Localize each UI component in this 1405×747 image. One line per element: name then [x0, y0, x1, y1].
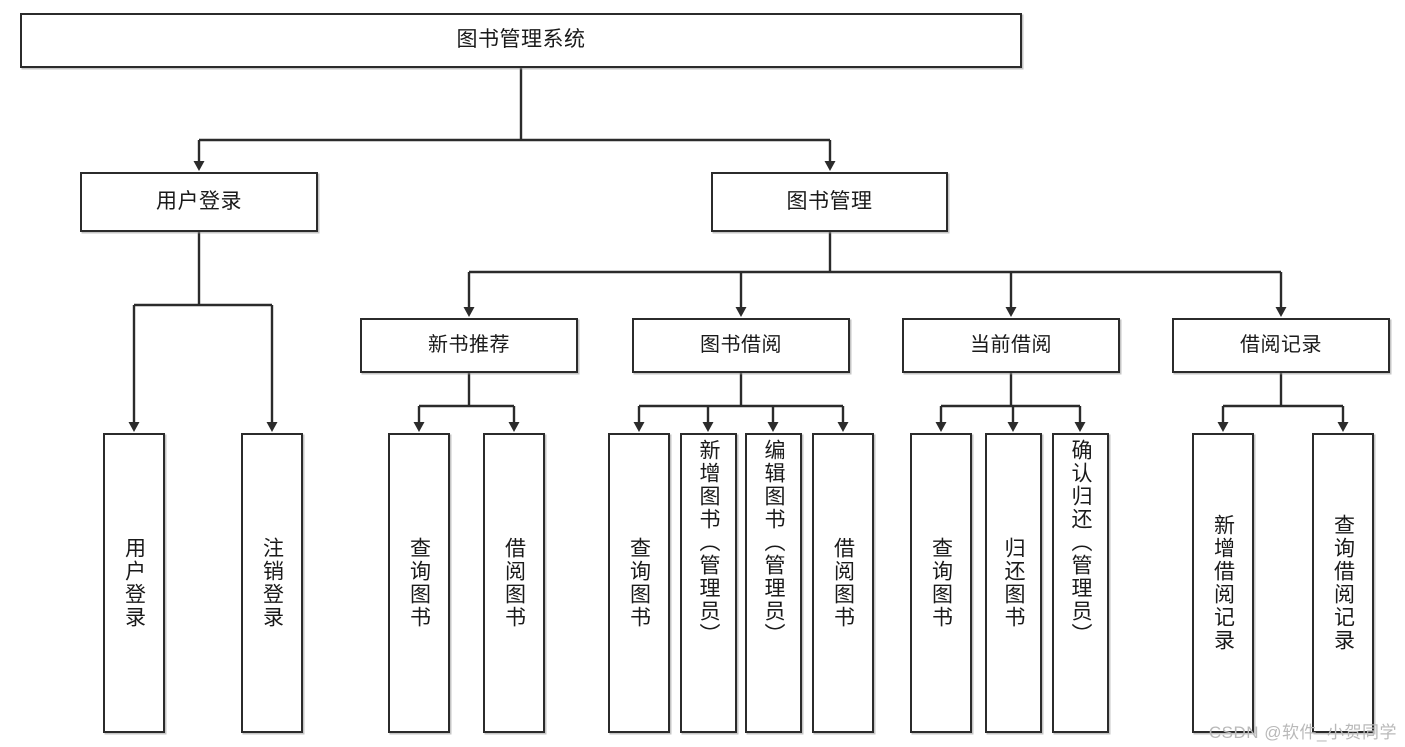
node-borrow-record-label: 借阅记录 [1240, 333, 1322, 356]
node-leaf-add-book-admin[interactable]: 新增图书（管理员） [680, 433, 737, 733]
node-leaf-query-book-3-label: 查询图书 [929, 537, 953, 629]
node-leaf-confirm-return-admin[interactable]: 确认归还（管理员） [1052, 433, 1109, 733]
node-leaf-query-book-1-label: 查询图书 [407, 537, 431, 629]
csdn-watermark: CSDN @软件_小贺同学 [1208, 723, 1397, 742]
node-leaf-query-book-2[interactable]: 查询图书 [608, 433, 670, 733]
node-leaf-user-login-label: 用户登录 [122, 537, 146, 629]
node-new-book-recommend-label: 新书推荐 [428, 333, 510, 356]
node-book-manage[interactable]: 图书管理 [711, 172, 948, 232]
node-new-book-recommend[interactable]: 新书推荐 [360, 318, 578, 373]
node-book-manage-label: 图书管理 [786, 189, 873, 213]
node-leaf-edit-book-admin-label: 编辑图书（管理员） [762, 439, 785, 646]
node-leaf-add-borrow-record-label: 新增借阅记录 [1211, 514, 1235, 652]
node-leaf-query-borrow-record[interactable]: 查询借阅记录 [1312, 433, 1374, 733]
node-leaf-add-book-admin-label: 新增图书（管理员） [697, 439, 720, 646]
node-borrow-record[interactable]: 借阅记录 [1172, 318, 1390, 373]
node-leaf-return-book-label: 归还图书 [1002, 537, 1025, 629]
node-leaf-query-book-2-label: 查询图书 [627, 537, 651, 629]
node-current-borrow-label: 当前借阅 [970, 333, 1052, 356]
node-leaf-confirm-return-admin-label: 确认归还（管理员） [1069, 439, 1092, 646]
node-leaf-query-book-3[interactable]: 查询图书 [910, 433, 972, 733]
node-leaf-borrow-book-2[interactable]: 借阅图书 [812, 433, 874, 733]
node-leaf-return-book[interactable]: 归还图书 [985, 433, 1042, 733]
node-leaf-borrow-book-1[interactable]: 借阅图书 [483, 433, 545, 733]
node-leaf-borrow-book-2-label: 借阅图书 [831, 537, 855, 629]
node-leaf-user-login[interactable]: 用户登录 [103, 433, 165, 733]
node-book-borrow-label: 图书借阅 [700, 333, 782, 356]
node-leaf-query-borrow-record-label: 查询借阅记录 [1331, 514, 1355, 652]
node-current-borrow[interactable]: 当前借阅 [902, 318, 1120, 373]
node-user-login[interactable]: 用户登录 [80, 172, 318, 232]
node-leaf-add-borrow-record[interactable]: 新增借阅记录 [1192, 433, 1254, 733]
node-user-login-label: 用户登录 [156, 189, 242, 213]
node-leaf-logout[interactable]: 注销登录 [241, 433, 303, 733]
node-root-label: 图书管理系统 [456, 28, 586, 52]
node-root[interactable]: 图书管理系统 [20, 13, 1022, 68]
node-leaf-query-book-1[interactable]: 查询图书 [388, 433, 450, 733]
node-book-borrow[interactable]: 图书借阅 [632, 318, 850, 373]
node-leaf-logout-label: 注销登录 [260, 537, 284, 629]
node-leaf-borrow-book-1-label: 借阅图书 [502, 537, 526, 629]
node-leaf-edit-book-admin[interactable]: 编辑图书（管理员） [745, 433, 802, 733]
